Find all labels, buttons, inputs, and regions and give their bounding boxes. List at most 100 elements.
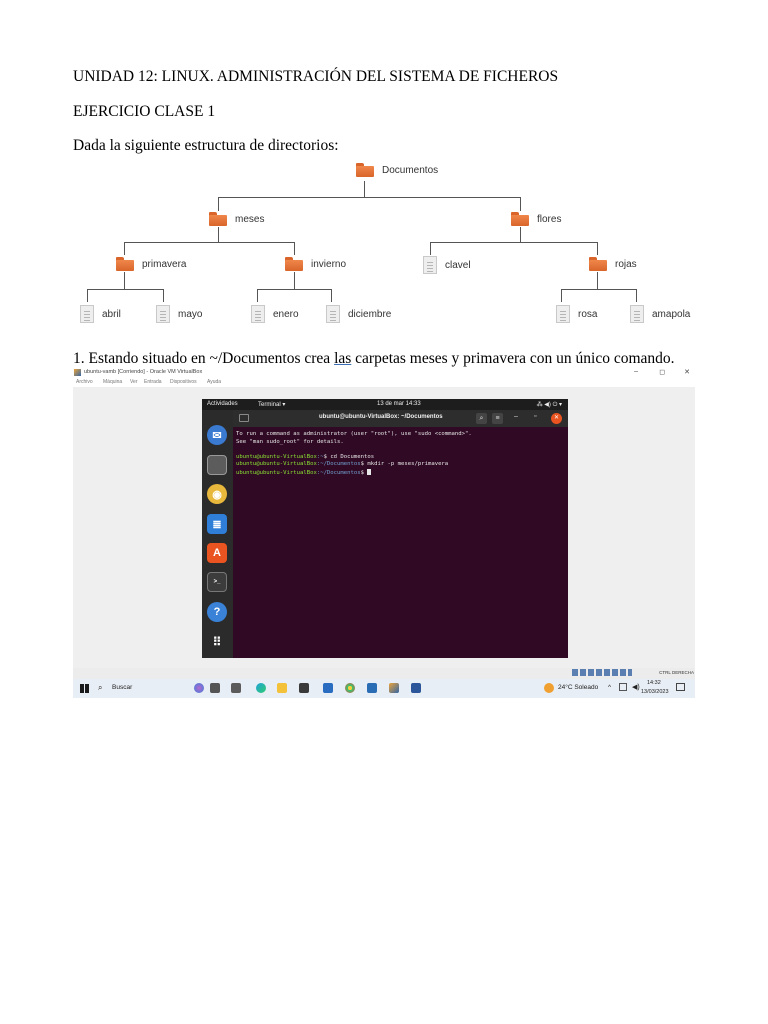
folder-meses: meses (209, 212, 264, 226)
file-icon (80, 305, 94, 323)
windows-start-icon[interactable] (80, 684, 89, 693)
file-icon (423, 256, 437, 274)
terminal-app-menu[interactable]: Terminal ▾ (258, 402, 286, 408)
file-label: diciembre (348, 308, 392, 320)
file-icon (630, 305, 644, 323)
file-label: clavel (445, 259, 471, 271)
virtualbox-taskbar-icon[interactable] (367, 683, 377, 693)
document-heading: UNIDAD 12: LINUX. ADMINISTRACIÓN DEL SIS… (73, 68, 559, 85)
question-1-start: 1. Estando situado en ~/Documentos crea (73, 350, 335, 367)
new-tab-icon[interactable] (239, 414, 249, 422)
weather-text[interactable]: 24°C Soleado (558, 684, 599, 691)
prompt-user: ubuntu@ubuntu-VirtualBox (236, 461, 317, 468)
thunderbird-icon[interactable]: ✉ (207, 425, 227, 445)
file-explorer-icon[interactable] (277, 683, 287, 693)
file-enero: enero (251, 305, 299, 323)
file-icon (556, 305, 570, 323)
word-icon[interactable] (411, 683, 421, 693)
taskbar-date[interactable]: 13/03/2023 (641, 689, 669, 695)
taskbar-search[interactable]: Buscar (112, 684, 133, 691)
folder-rojas: rojas (589, 257, 637, 271)
term-minimize-icon[interactable]: – (514, 413, 518, 420)
task-view-icon[interactable] (210, 683, 220, 693)
writer-icon[interactable]: ≣ (207, 514, 227, 534)
folder-icon (511, 212, 529, 226)
taskbar-time[interactable]: 14:32 (647, 680, 661, 686)
folder-label: invierno (311, 258, 347, 270)
clock[interactable]: 13 de mar 14:33 (377, 401, 421, 407)
prompt-user: ubuntu@ubuntu-VirtualBox (236, 469, 317, 476)
notifications-icon[interactable] (676, 683, 685, 691)
weather-icon[interactable] (544, 683, 554, 693)
edge-icon[interactable] (256, 683, 266, 693)
folder-primavera: primavera (116, 257, 186, 271)
folder-icon (116, 257, 134, 271)
activities-button[interactable]: Actividades (207, 401, 238, 407)
terminal-output[interactable]: To run a command as administrator (user … (236, 431, 561, 478)
file-rosa: rosa (556, 305, 597, 323)
vbox-menubar: Archivo Máquina Ver Entrada Dispositivos… (73, 378, 695, 387)
virtualbox-icon (74, 369, 81, 376)
folder-label: Documentos (382, 164, 439, 176)
software-icon[interactable]: A (207, 543, 227, 563)
file-abril: abril (80, 305, 121, 323)
chrome-icon[interactable] (345, 683, 355, 693)
close-button[interactable]: ✕ (684, 369, 690, 376)
host-key-label: CTRL DERECHA (659, 670, 694, 675)
terminal-title: ubuntu@ubuntu-VirtualBox: ~/Documentos (319, 414, 443, 420)
device-icons[interactable] (572, 669, 632, 676)
terminal-headerbar: ubuntu@ubuntu-VirtualBox: ~/Documentos ⌕… (233, 410, 568, 427)
terminal-window[interactable]: ubuntu@ubuntu-VirtualBox: ~/Documentos ⌕… (233, 410, 568, 658)
file-label: enero (273, 308, 299, 320)
menu-ver[interactable]: Ver (130, 379, 138, 385)
folder-icon (285, 257, 303, 271)
file-label: abril (102, 308, 121, 320)
intro-text: Dada la siguiente estructura de director… (73, 137, 339, 154)
terminal-dock-icon[interactable]: >_ (207, 572, 227, 592)
file-clavel: clavel (423, 256, 471, 274)
widget-icon[interactable] (194, 683, 204, 693)
maximize-button[interactable]: ◻ (659, 369, 665, 376)
vm-taskbar-icon[interactable] (389, 683, 399, 693)
menu-dispositivos[interactable]: Dispositivos (170, 379, 197, 385)
rhythmbox-icon[interactable]: ◉ (207, 484, 227, 504)
folder-label: rojas (615, 258, 637, 270)
ubuntu-desktop: Actividades Terminal ▾ 13 de mar 14:33 ⁂… (202, 399, 568, 658)
search-icon[interactable]: ⌕ (476, 413, 487, 424)
folder-icon (209, 212, 227, 226)
prompt-path: :~ (316, 453, 324, 460)
menu-icon[interactable]: ≡ (492, 413, 503, 424)
folder-invierno: invierno (285, 257, 346, 271)
menu-archivo[interactable]: Archivo (76, 379, 93, 385)
folder-flores: flores (511, 212, 561, 226)
file-label: amapola (652, 308, 691, 320)
folder-documentos: Documentos (356, 163, 438, 177)
term-close-icon[interactable]: ✕ (551, 413, 562, 424)
mail-icon[interactable] (323, 683, 333, 693)
prompt-path: :~/Documentos (316, 469, 361, 476)
show-apps-icon[interactable]: ⠿ (212, 635, 222, 649)
terminal-line: See "man sudo_root" for details. (236, 438, 344, 445)
menu-entrada[interactable]: Entrada (144, 379, 162, 385)
minimize-button[interactable]: – (634, 368, 638, 375)
menu-ayuda[interactable]: Ayuda (207, 379, 222, 385)
virtualbox-window: ubuntu-vamb [Corriendo] - Oracle VM Virt… (73, 368, 695, 698)
menu-maquina[interactable]: Máquina (103, 379, 123, 385)
tray-chevron-icon[interactable]: ^ (608, 684, 612, 691)
terminal-line: ubuntu@ubuntu-VirtualBox:~/Documentos$ (236, 468, 561, 478)
store-icon[interactable] (299, 683, 309, 693)
network-icon[interactable] (619, 683, 627, 691)
prompt-command: $ mkdir -p meses/primavera (360, 461, 449, 468)
term-maximize-icon[interactable]: ▫ (534, 413, 537, 420)
help-icon[interactable]: ? (207, 602, 227, 622)
taskview-icon[interactable] (231, 683, 241, 693)
files-icon[interactable] (207, 455, 227, 475)
search-icon[interactable]: ⌕ (98, 683, 103, 692)
vbox-titlebar: ubuntu-vamb [Corriendo] - Oracle VM Virt… (73, 368, 695, 378)
question-1-end: carpetas meses y primavera con un único … (351, 350, 675, 367)
file-icon (156, 305, 170, 323)
folder-label: meses (235, 213, 265, 225)
volume-icon[interactable]: ◀) (632, 684, 640, 691)
ubuntu-dock: ✉ ◉ ≣ A >_ ? ⠿ (202, 410, 233, 658)
system-tray[interactable]: ⁂ ◀) ⏻ ▾ (536, 402, 562, 408)
